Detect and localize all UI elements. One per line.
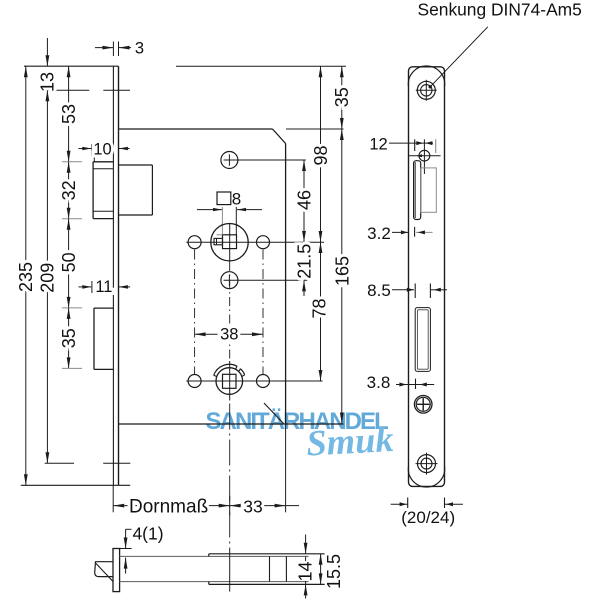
svg-text:15.5: 15.5 (324, 554, 344, 589)
svg-text:Dornmaß: Dornmaß (129, 497, 208, 518)
svg-text:8.5: 8.5 (367, 281, 391, 300)
svg-text:12: 12 (369, 136, 387, 154)
svg-text:SANITÄRHANDEL: SANITÄRHANDEL (206, 408, 389, 435)
svg-text:4(1): 4(1) (132, 523, 163, 543)
svg-text:Smuk: Smuk (305, 418, 394, 464)
svg-text:11: 11 (95, 278, 112, 296)
svg-text:3.2: 3.2 (367, 224, 391, 243)
svg-text:8: 8 (232, 190, 241, 209)
svg-text:33: 33 (243, 496, 262, 516)
svg-text:78: 78 (309, 298, 329, 318)
svg-text:98: 98 (311, 145, 331, 165)
svg-text:46: 46 (295, 190, 315, 210)
svg-text:165: 165 (333, 256, 353, 286)
svg-text:3: 3 (135, 40, 144, 58)
svg-text:10: 10 (93, 141, 111, 159)
svg-text:50: 50 (59, 252, 79, 272)
svg-text:35: 35 (59, 328, 79, 348)
svg-text:53: 53 (59, 104, 79, 124)
svg-text:38: 38 (220, 326, 238, 344)
svg-text:32: 32 (59, 180, 79, 200)
svg-text:13: 13 (38, 72, 58, 92)
svg-text:14: 14 (295, 561, 315, 581)
svg-text:35: 35 (332, 87, 352, 107)
svg-text:3.8: 3.8 (367, 373, 391, 392)
svg-text:209: 209 (37, 263, 57, 293)
svg-text:21.5: 21.5 (294, 244, 314, 279)
svg-text:Senkung DIN74-Am5: Senkung DIN74-Am5 (418, 0, 582, 20)
svg-text:235: 235 (16, 262, 36, 292)
svg-text:(20/24): (20/24) (401, 508, 455, 527)
